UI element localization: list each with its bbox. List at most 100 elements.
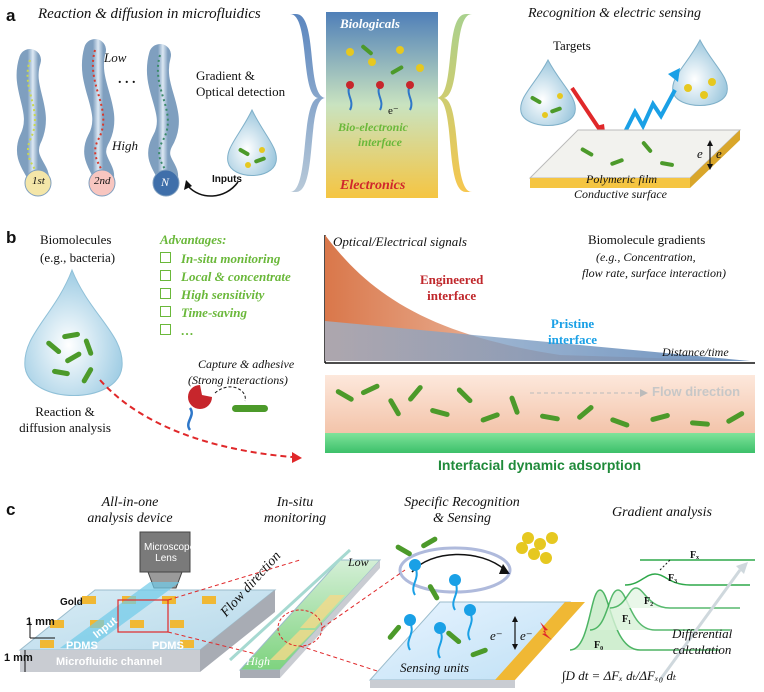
gradient-analysis-title: Gradient analysis: [612, 505, 712, 520]
specific-title: Specific Recognition& Sensing: [404, 495, 520, 526]
biomolecules-label: Biomolecules: [40, 232, 112, 247]
pdms-label-2: PDMS: [152, 640, 184, 652]
flow-direction-label: Flow direction: [652, 384, 741, 399]
pdms-label-1: PDMS: [66, 640, 98, 652]
tube-n: [146, 44, 180, 197]
panel-c-letter: c: [6, 500, 16, 519]
bacteria-layer: [335, 383, 745, 428]
low-c-label: Low: [348, 555, 369, 569]
gold-label: Gold: [60, 597, 83, 608]
sensing-units-label: Sensing units: [400, 660, 469, 675]
e-label-c-2: e⁻: [520, 628, 533, 643]
e-label-left: e: [697, 146, 703, 161]
scale-label-2: 1 mm: [4, 652, 33, 664]
right-brace: [437, 14, 472, 192]
adsorption-band: [325, 433, 755, 453]
panel-b-letter: b: [6, 228, 17, 247]
panel-a-right-title: Recognition & electric sensing: [528, 6, 702, 21]
bacteria-label: (e.g., bacteria): [40, 250, 116, 265]
gradient-curves: [569, 559, 755, 681]
f3-label: F₃: [668, 573, 678, 584]
bio-targets: [346, 44, 424, 111]
microfluidic-channel-label: Microfluidic channel: [56, 656, 163, 668]
sensing-unit-plate: [368, 546, 585, 688]
targets-droplet-right: [672, 38, 728, 106]
panel-a-letter: a: [6, 6, 16, 25]
interface-label-2: interface: [358, 135, 402, 149]
flow-chamber: [325, 375, 755, 433]
advantage-item: Local & concentrate: [160, 268, 291, 286]
inputs-label: Inputs: [212, 174, 242, 185]
conductive-surface-label: Conductive surface: [574, 187, 667, 201]
e-label-c-1: e⁻: [490, 628, 503, 643]
high-c-label: High: [246, 654, 270, 668]
advantage-item: …: [160, 322, 291, 340]
bacteria-cluster: [387, 536, 488, 658]
receptors: [404, 559, 476, 659]
monitoring-strip: [228, 548, 382, 678]
tube-label-2: 2nd: [94, 175, 111, 187]
formula-label: ∫D dt = ΔFₓ dₜ/ΔFₓ₀ dₜ: [562, 668, 677, 683]
advantages-title: Advantages:: [160, 232, 227, 247]
reaction-label: Reaction &: [35, 404, 95, 419]
pristine-curve: [325, 321, 750, 361]
panel-a-graphic: [16, 12, 742, 198]
f1-label: F₁: [622, 614, 632, 625]
electron-label: e⁻: [388, 105, 399, 117]
diffusion-analysis-label: diffusion analysis: [19, 420, 111, 435]
polymeric-film-label: Polymeric film: [586, 172, 657, 186]
gradients-label: Biomolecule gradients: [588, 232, 706, 247]
sensing-plate: [528, 129, 742, 188]
engineered-curve: [325, 235, 750, 361]
f2-label: F₂: [644, 596, 654, 607]
lightning-icon: [540, 622, 552, 640]
capture-molecule: [187, 385, 268, 431]
electronics-label: Electronics: [340, 178, 406, 193]
ellipsis-dots: . . .: [118, 72, 136, 87]
advantage-item: In-situ monitoring: [160, 250, 291, 268]
bacteria-droplet: [24, 268, 123, 396]
panel-c-graphic: [18, 531, 755, 688]
advantage-item: Time-saving: [160, 304, 291, 322]
blue-signal-arrow: [623, 89, 677, 133]
biologicals-label: Biologicals: [340, 16, 400, 31]
gold-particles: [516, 532, 558, 564]
tube-label-n: N: [161, 175, 170, 189]
microfluidic-chip: [18, 582, 277, 672]
e-label-right: e: [716, 146, 722, 161]
tube-label-1: 1st: [32, 175, 45, 187]
zoom-line-2: [167, 631, 281, 661]
red-arrow: [570, 86, 602, 132]
panel-a-left-title: Reaction & diffusion in microfluidics: [38, 6, 261, 22]
zoom-line-3: [321, 569, 406, 629]
gradients-sub-2: flow rate, surface interaction): [582, 266, 726, 280]
zoom-line-1: [167, 559, 301, 601]
interface-label-1: Bio-electronic: [338, 120, 408, 134]
low-label: Low: [104, 50, 127, 65]
inputs-arrow: [187, 181, 239, 197]
high-label: High: [112, 138, 138, 153]
x-axis-label: Distance/time: [662, 345, 729, 359]
adsorption-label: Interfacial dynamic adsorption: [438, 457, 642, 473]
analysis-arrow: [658, 569, 742, 681]
input-droplet: [227, 108, 277, 176]
strong-interactions-label: (Strong interactions): [188, 373, 288, 387]
f0-label: F₀: [594, 640, 604, 651]
targets-droplet-left: [520, 58, 576, 126]
gradients-sub-1: (e.g., Concentration,: [596, 250, 696, 264]
diffusion-arrow: [99, 379, 293, 458]
y-axis-label: Optical/Electrical signals: [333, 234, 467, 249]
gradient-label: Gradient &: [196, 68, 255, 83]
tube-2: [81, 39, 116, 197]
scale-label-1: 1 mm: [26, 616, 55, 628]
tube-1: [16, 49, 52, 197]
advantage-item: High sensitivity: [160, 286, 291, 304]
panel-b-graphic: [24, 235, 755, 463]
fx-label: Fₓ: [690, 550, 699, 561]
